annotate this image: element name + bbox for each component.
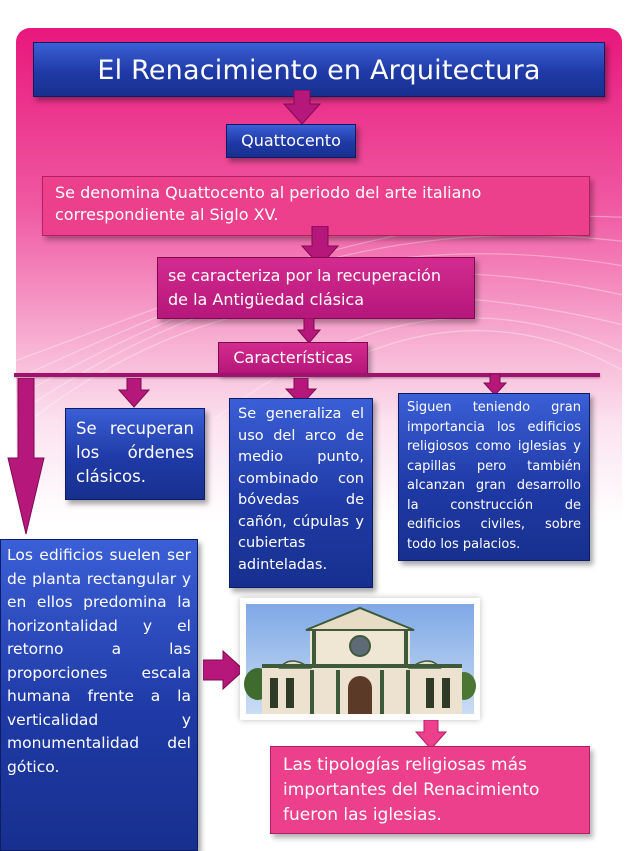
down-arrow-icon xyxy=(118,378,150,408)
typologies-box: Las tipologías religiosas más importante… xyxy=(270,746,590,834)
down-arrow-icon xyxy=(300,226,340,267)
feature-orders-box: Se recuperan los órdenes clásicos. xyxy=(65,408,205,500)
buildings-box: Los edificios suelen ser de planta recta… xyxy=(0,539,198,851)
quattrocento-label: Quattocento xyxy=(226,124,356,158)
down-arrow-icon xyxy=(285,378,317,406)
down-arrow-icon xyxy=(415,720,447,750)
characteristics-label: Características xyxy=(218,342,368,374)
down-arrow-icon xyxy=(483,374,507,396)
page-title: El Renacimiento en Arquitectura xyxy=(33,42,605,97)
down-arrow-icon xyxy=(282,90,322,125)
feature-arch-box: Se generaliza el uso del arco de medio p… xyxy=(229,398,373,588)
feature-religious-box: Siguen teniendo gran importancia los edi… xyxy=(398,393,590,561)
down-arrow-icon xyxy=(297,318,321,344)
right-arrow-icon xyxy=(203,650,245,690)
church-photo xyxy=(240,598,480,720)
church-facade-image xyxy=(244,604,476,714)
connector-line xyxy=(14,373,600,377)
down-arrow-icon xyxy=(7,378,45,535)
recovery-box: se caracteriza por la recuperación de la… xyxy=(157,257,475,319)
